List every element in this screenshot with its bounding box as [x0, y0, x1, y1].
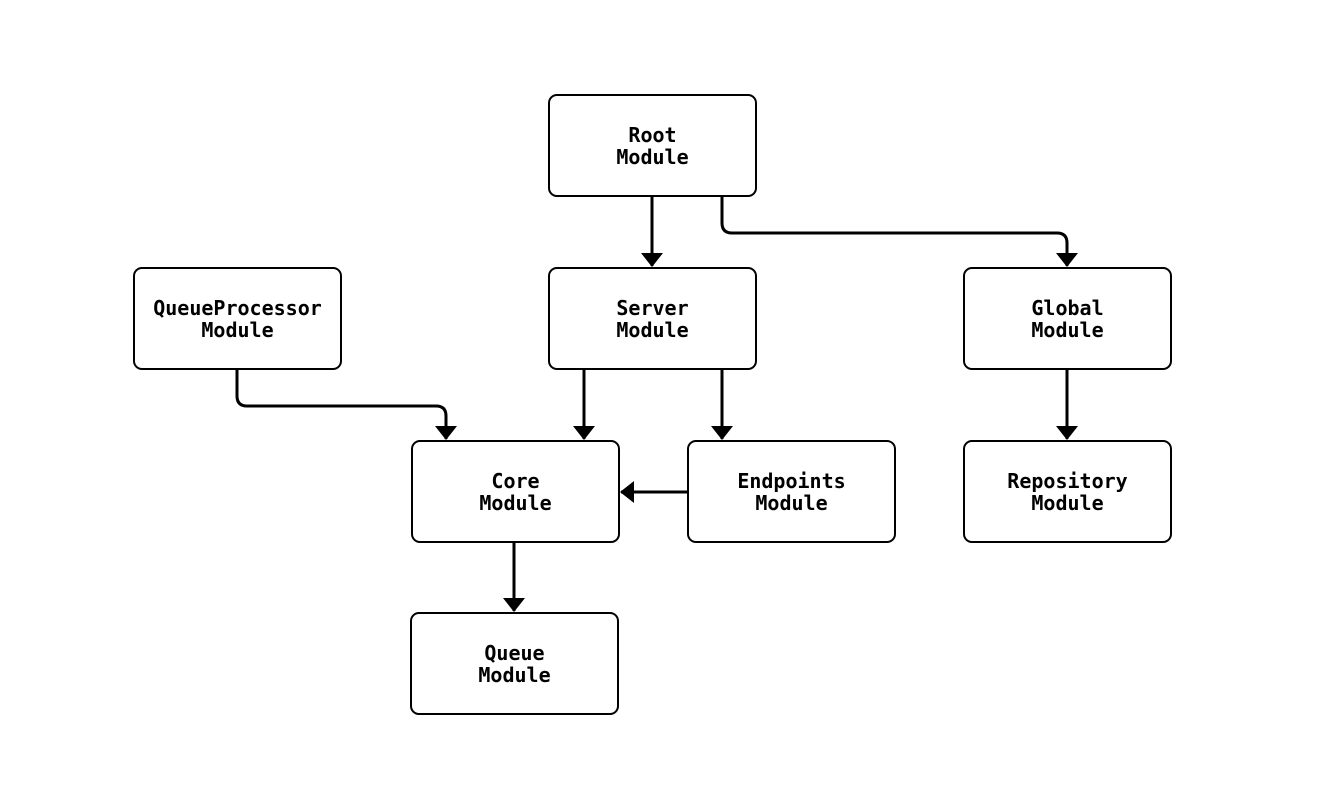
node-label-line: Endpoints: [737, 468, 846, 493]
node-label-line: QueueProcessor: [153, 295, 322, 320]
edge-queueprocessor-to-core: [235, 370, 457, 440]
node-label-line: Module: [201, 317, 274, 342]
node-label-line: Module: [616, 144, 689, 169]
node-label-line: Root: [628, 122, 677, 147]
node-label-line: Module: [1031, 317, 1104, 342]
node-label-line: Core: [491, 468, 540, 493]
node-label-line: Module: [1031, 490, 1104, 515]
node-label-line: Server: [616, 295, 689, 320]
node-label-line: Queue: [484, 640, 545, 665]
node-label-line: Module: [479, 490, 552, 515]
node-label-line: Module: [755, 490, 828, 515]
node-label-line: Global: [1031, 295, 1104, 320]
node-label-line: Module: [478, 662, 551, 687]
edge-root-to-global: [720, 197, 1078, 267]
node-label-line: Module: [616, 317, 689, 342]
node-label-line: Repository: [1007, 468, 1128, 493]
